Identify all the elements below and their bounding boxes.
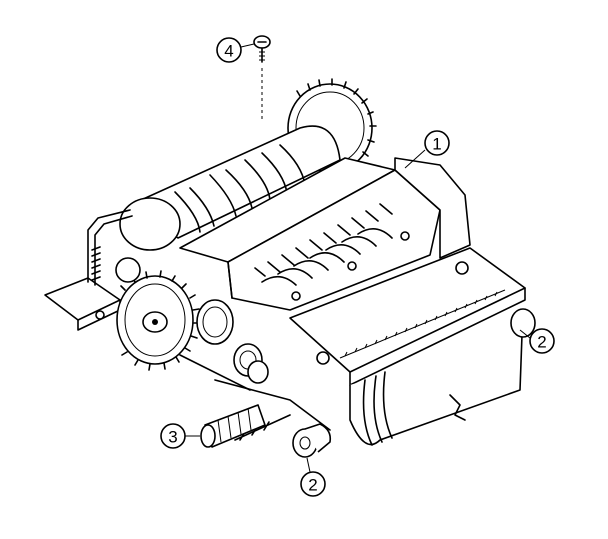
screw [253,35,271,120]
callout-2-right: 2 [519,328,555,354]
roller-wheel [292,423,332,458]
callout-label: 4 [224,42,233,61]
callout-label: 2 [537,333,546,352]
callout-4: 4 [216,37,255,63]
callout-label: 3 [168,428,177,447]
lower-bracket [179,354,331,441]
left-frame [44,209,133,331]
print-drum [119,125,341,251]
callout-1: 1 [404,130,450,169]
callout-3: 3 [160,423,200,449]
small-gear-train [115,257,269,384]
callout-label: 2 [308,476,317,495]
ink-roller [200,404,266,448]
callout-label: 1 [432,135,441,154]
paper-roll [349,308,536,446]
print-head-housing [179,157,471,311]
base-plate [289,247,526,386]
main-gear [116,270,201,371]
callout-2-bottom: 2 [300,457,326,497]
